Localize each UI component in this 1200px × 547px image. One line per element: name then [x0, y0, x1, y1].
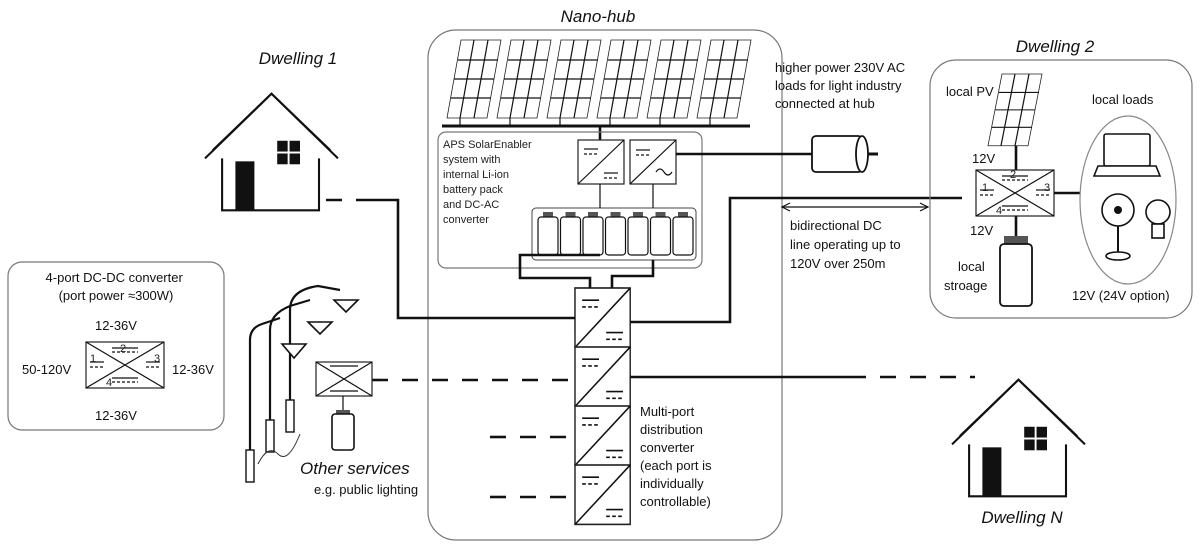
legend-port-2: 2 — [120, 343, 126, 355]
battery-cell — [559, 216, 582, 256]
legend-port-4: 4 — [106, 377, 112, 389]
legend-title: 4-port DC-DC converter (port power ≈300W… — [46, 270, 187, 303]
street-lamp-icon — [245, 284, 360, 483]
motor-icon — [811, 135, 878, 173]
legend-right-voltage: 12-36V — [172, 362, 214, 377]
ac-loads-label: higher power 230V AC loads for light ind… — [775, 60, 909, 111]
battery-icon — [531, 207, 697, 261]
house-icon — [950, 378, 1087, 498]
battery-cell — [672, 216, 694, 256]
lighting-converter — [315, 361, 373, 451]
battery-cell-cap — [633, 212, 643, 217]
dc-dc-converter — [577, 139, 625, 185]
fan-icon — [1101, 193, 1135, 261]
bidirectional-arrow — [780, 202, 930, 212]
legend-port-1: 1 — [90, 353, 96, 365]
battery-cell-cap — [610, 212, 621, 217]
dc-ac-inverter — [629, 139, 677, 185]
local-storage-label: local stroage — [944, 259, 988, 293]
legend-box — [7, 261, 225, 431]
svg-text:2: 2 — [1010, 169, 1016, 181]
voltage-option-label: 12V (24V option) — [1072, 288, 1170, 303]
light-bulb-icon — [1145, 199, 1171, 239]
nano-hub-title: Nano-hub — [561, 7, 636, 26]
v-top-label: 12V — [972, 151, 995, 166]
other-services-subtitle: e.g. public lighting — [314, 482, 418, 497]
multiport-label: Multi-port distribution converter (each … — [640, 404, 715, 509]
nano-hub-box — [427, 29, 783, 541]
solar-panel-icon — [442, 39, 752, 140]
legend-top-voltage: 12-36V — [95, 318, 137, 333]
aps-system-box — [437, 131, 703, 269]
solar-panel-icon — [987, 73, 1043, 147]
battery-cell-cap — [588, 212, 598, 217]
battery-cell-cap — [565, 212, 576, 217]
battery-cell — [582, 216, 604, 256]
battery-cell — [604, 216, 627, 256]
dwelling-n-title: Dwelling N — [981, 508, 1063, 527]
battery-cell-cap — [655, 212, 666, 217]
legend-left-voltage: 50-120V — [22, 362, 71, 377]
dc-dc-converter: 1 2 3 4 — [975, 169, 1055, 217]
v-bottom-label: 12V — [970, 223, 993, 238]
multiport-converter — [574, 287, 632, 526]
svg-text:1: 1 — [982, 182, 988, 194]
laptop-icon — [1092, 133, 1162, 177]
battery-cell — [627, 216, 649, 256]
battery-cell — [537, 216, 559, 256]
other-services-title: Other services — [300, 459, 410, 478]
battery-cell-cap — [543, 212, 553, 217]
dc-line-label: bidirectional DC line operating up to 12… — [790, 218, 904, 271]
battery-cell — [649, 216, 672, 256]
dwelling-1-title: Dwelling 1 — [259, 49, 337, 68]
svg-text:4: 4 — [996, 205, 1002, 217]
local-loads-label: local loads — [1092, 92, 1154, 107]
local-pv-label: local PV — [946, 84, 994, 99]
legend-port-3: 3 — [154, 353, 160, 365]
aps-system-label: APS SolarEnabler system with internal Li… — [443, 139, 535, 226]
battery-cell-cap — [678, 212, 688, 217]
house-icon — [203, 92, 340, 212]
dwelling-2-title: Dwelling 2 — [1016, 37, 1095, 56]
dwelling-2-box — [929, 59, 1193, 319]
battery-icon — [999, 236, 1033, 307]
local-loads-group — [1079, 115, 1177, 285]
svg-text:3: 3 — [1044, 182, 1050, 194]
legend-bottom-voltage: 12-36V — [95, 408, 137, 423]
